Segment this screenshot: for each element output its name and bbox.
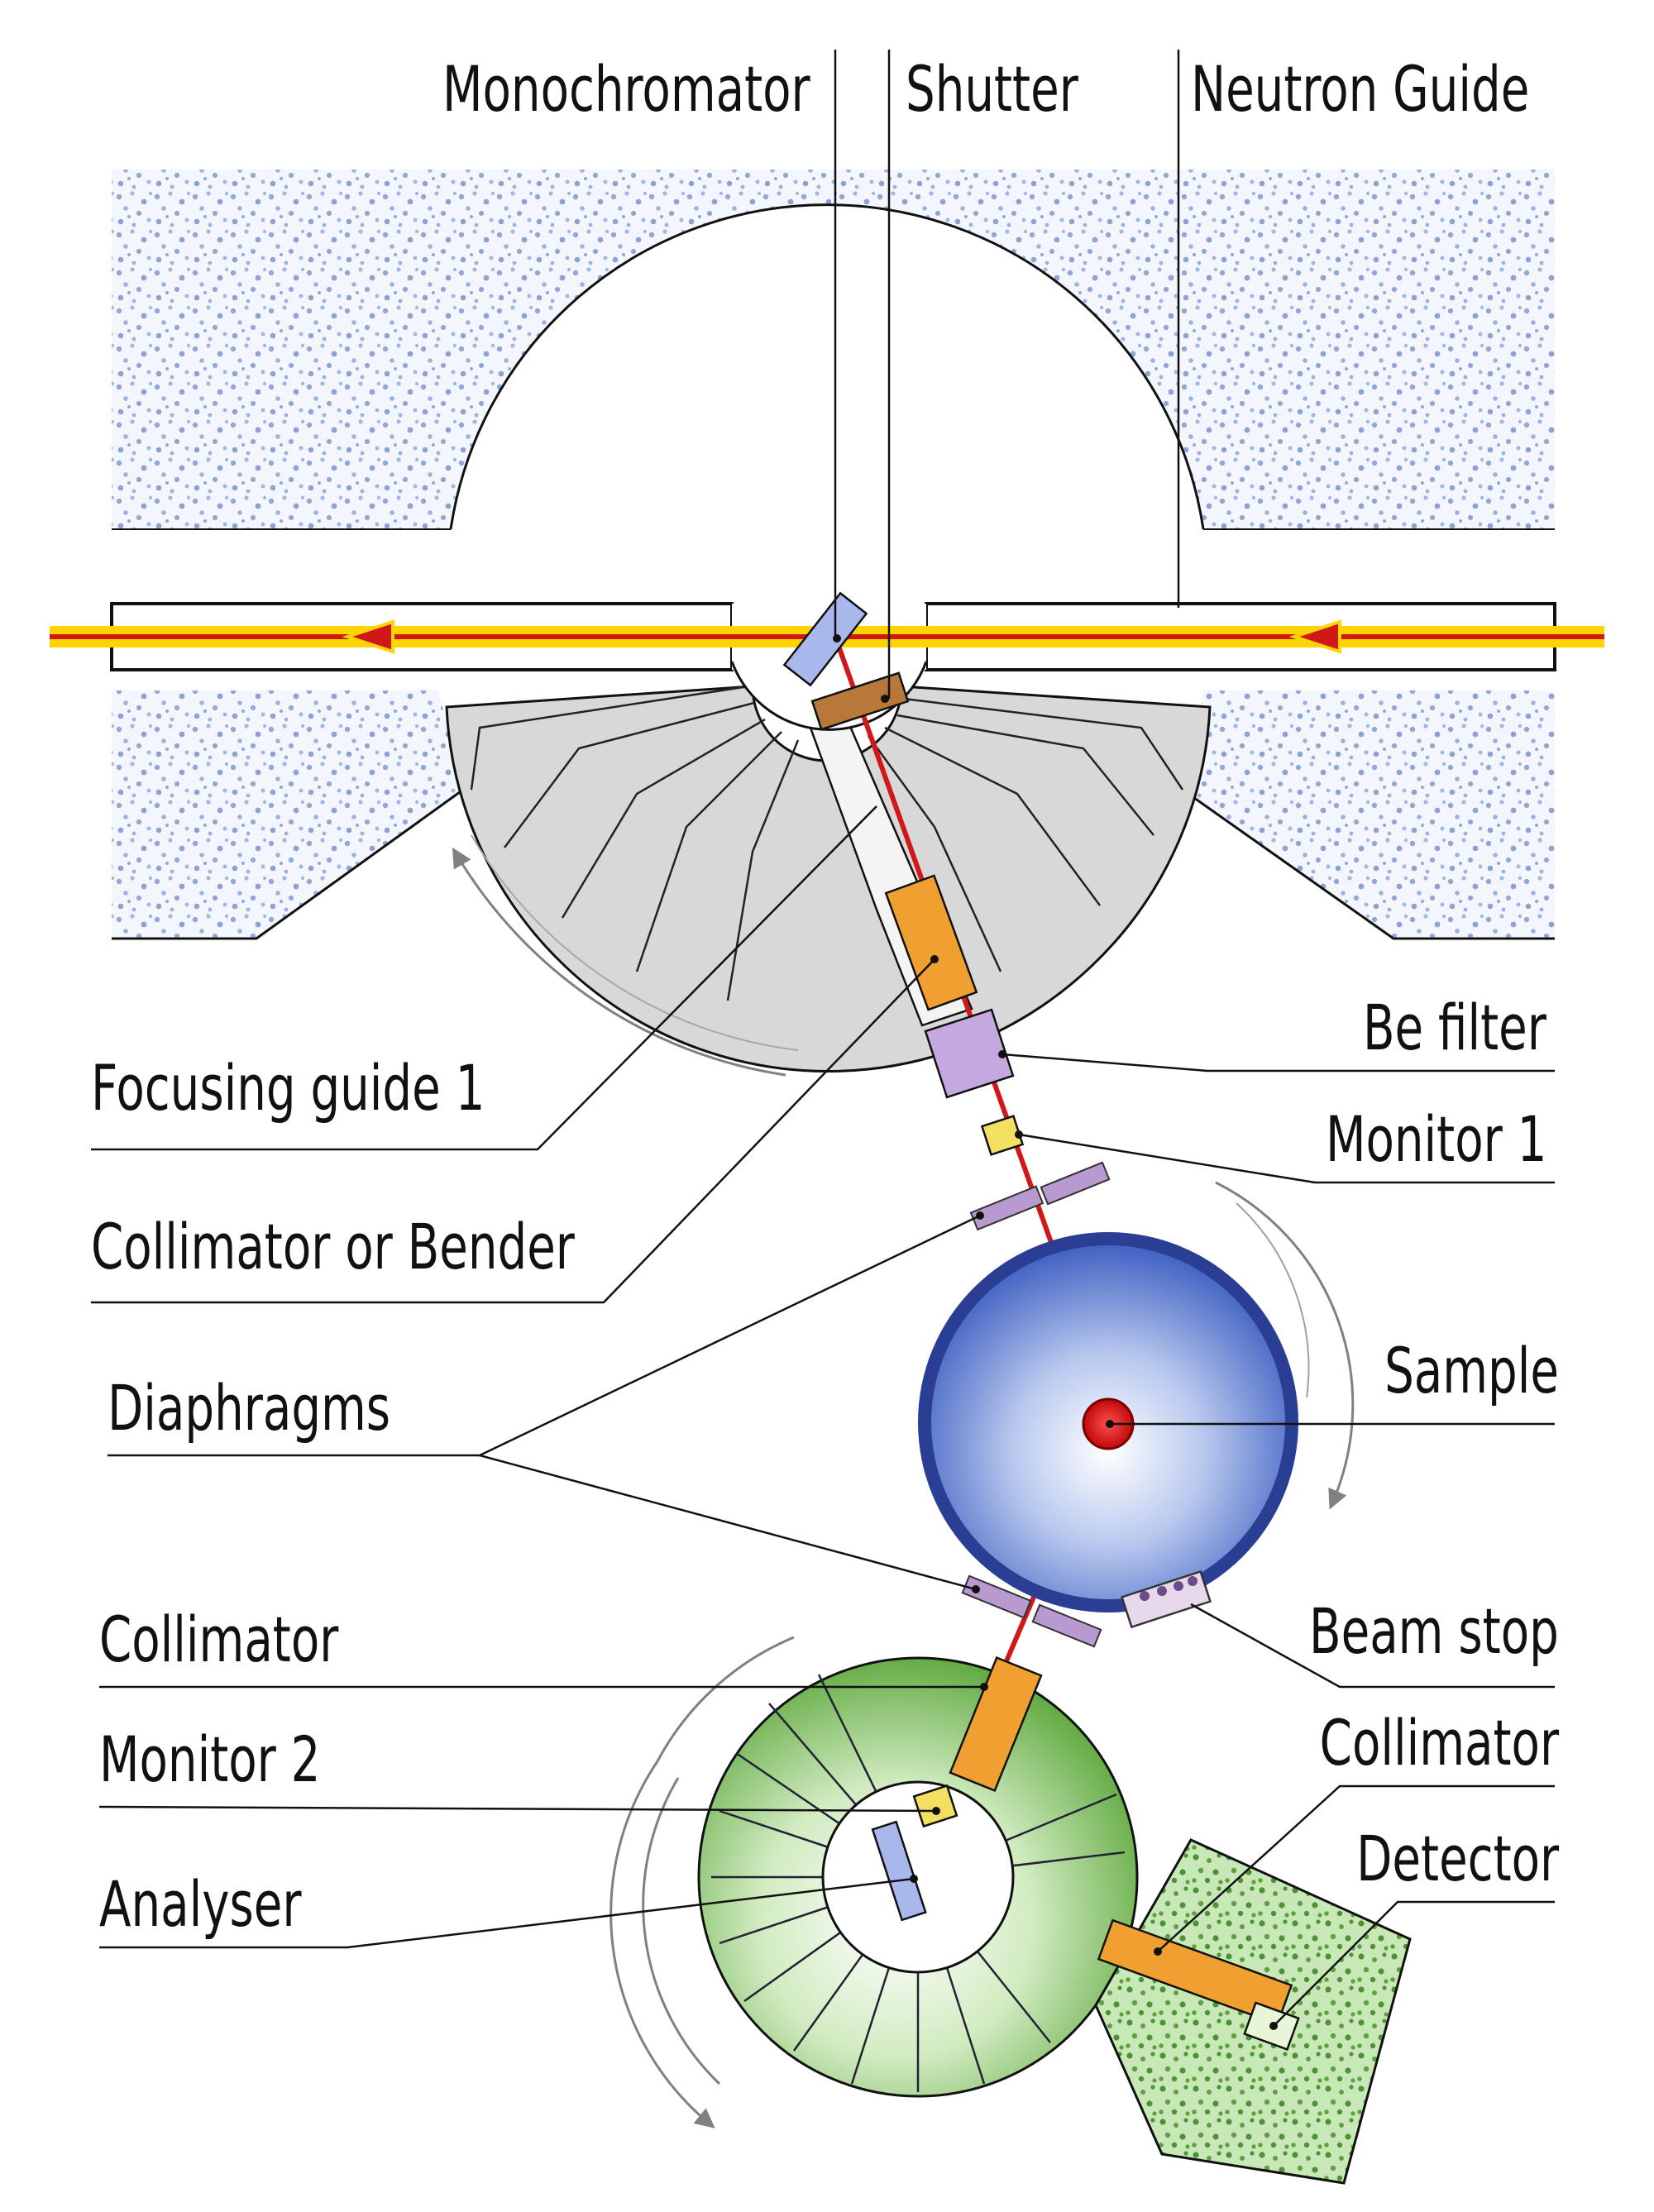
label-monochromator: Monochromator bbox=[442, 52, 810, 126]
label-analyser: Analyser bbox=[99, 1867, 302, 1941]
label-collimator-sample: Collimator bbox=[99, 1603, 339, 1676]
label-collimator-or-bender: Collimator or Bender bbox=[91, 1210, 575, 1283]
label-beam-stop: Beam stop bbox=[1309, 1594, 1559, 1668]
shutter-element bbox=[810, 671, 910, 731]
analyser-crystal bbox=[871, 1820, 927, 1922]
label-diaphragms: Diaphragms bbox=[108, 1371, 391, 1445]
label-sample: Sample bbox=[1384, 1334, 1559, 1407]
label-neutron-guide: Neutron Guide bbox=[1191, 52, 1530, 126]
label-focusing-guide-1: Focusing guide 1 bbox=[91, 1051, 485, 1125]
analyser-drum bbox=[609, 1636, 1139, 2128]
diaphragm-pair-upper bbox=[969, 1161, 1111, 1231]
beam-stop bbox=[1121, 1569, 1212, 1629]
diaphragm-pair-lower bbox=[961, 1574, 1102, 1648]
label-shutter: Shutter bbox=[906, 52, 1078, 126]
leader-lines bbox=[91, 50, 1555, 2027]
analyser-collimator bbox=[949, 1655, 1043, 1793]
rotation-arrows bbox=[452, 834, 799, 1077]
label-be-filter: Be filter bbox=[1363, 991, 1546, 1064]
detector-shield bbox=[1094, 1838, 1412, 2185]
label-collimator-detector: Collimator bbox=[1319, 1706, 1559, 1780]
shielding-block bbox=[112, 170, 1555, 940]
monochromator-drum bbox=[445, 685, 1212, 1073]
label-monitor-1: Monitor 1 bbox=[1325, 1102, 1546, 1176]
sample-table bbox=[918, 1181, 1355, 1612]
label-detector: Detector bbox=[1355, 1822, 1559, 1895]
label-monitor-2: Monitor 2 bbox=[99, 1722, 321, 1796]
